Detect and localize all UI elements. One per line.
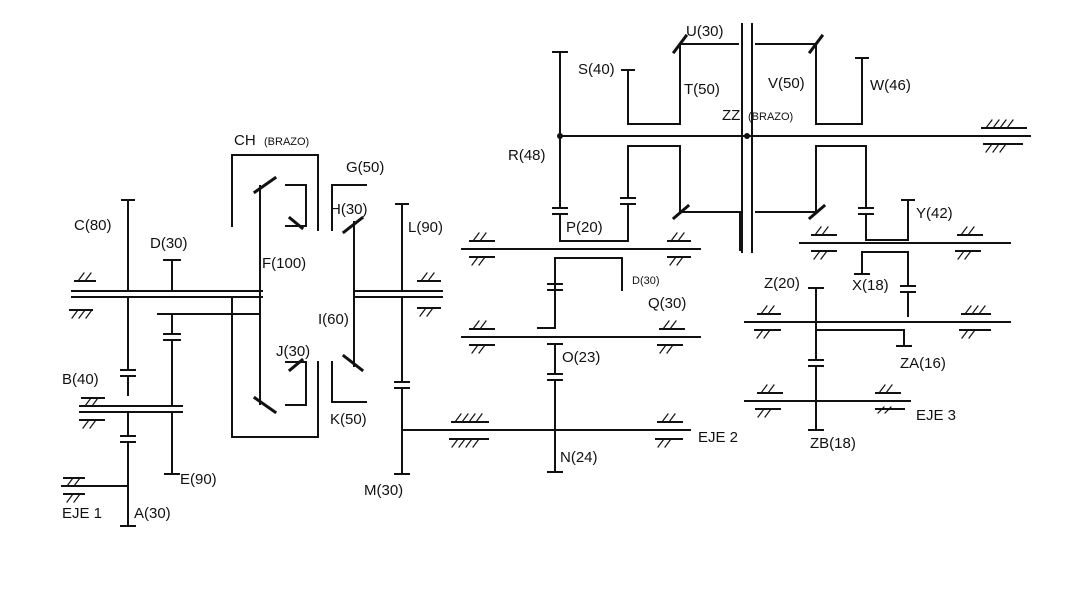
- label-d2: D(30): [632, 275, 660, 287]
- gear-j: [285, 361, 307, 406]
- label-j: J(30): [276, 343, 310, 360]
- label-eje-3: EJE 3: [916, 407, 956, 424]
- label-o: O(23): [562, 349, 600, 366]
- label-q: Q(30): [648, 295, 686, 312]
- label-b: B(40): [62, 371, 99, 388]
- label-n: N(24): [560, 449, 598, 466]
- gear-za: [815, 323, 905, 347]
- gear-v: [755, 43, 863, 125]
- label-y: Y(42): [916, 205, 953, 222]
- label-a: A(30): [134, 505, 171, 522]
- label-x: X(18): [852, 277, 889, 294]
- label-g: G(50): [346, 159, 384, 176]
- label-z: Z(20): [764, 275, 800, 292]
- label-e: E(90): [180, 471, 217, 488]
- label-s: S(40): [578, 61, 615, 78]
- label-k: K(50): [330, 411, 367, 428]
- gear-y: [865, 199, 909, 241]
- label-ch: CH: [234, 132, 256, 149]
- arm-ch-bottom: [231, 297, 319, 438]
- gear-k: [331, 361, 367, 403]
- gear-h: [285, 184, 307, 227]
- label-h: H(30): [330, 201, 368, 218]
- label-m: M(30): [364, 482, 403, 499]
- label-p: P(20): [566, 219, 603, 236]
- gear-x-link: [755, 145, 867, 213]
- label-zb: ZB(18): [810, 435, 856, 452]
- label-eje-2: EJE 2: [698, 429, 738, 446]
- gear-p-link: [679, 211, 741, 251]
- gear-x: [861, 251, 909, 287]
- label-i: I(60): [318, 311, 349, 328]
- label-f: F(100): [262, 255, 306, 272]
- label-w: W(46): [870, 77, 911, 94]
- label-ch-brazo: (BRAZO): [264, 136, 309, 148]
- arm-ch-top: [231, 154, 319, 231]
- gear-p: [559, 203, 629, 242]
- label-v: V(50): [768, 75, 805, 92]
- label-za: ZA(16): [900, 355, 946, 372]
- label-eje-1: EJE 1: [62, 505, 102, 522]
- label-zz-brazo: (BRAZO): [748, 111, 793, 123]
- label-c: C(80): [74, 217, 112, 234]
- label-r: R(48): [508, 147, 546, 164]
- gear-q: [537, 257, 623, 329]
- label-zz: ZZ: [722, 107, 740, 124]
- label-t: T(50): [684, 81, 720, 98]
- gear-g: [331, 184, 367, 231]
- label-u: U(30): [686, 23, 724, 40]
- gear-t: [627, 43, 739, 125]
- label-l: L(90): [408, 219, 443, 236]
- label-d: D(30): [150, 235, 188, 252]
